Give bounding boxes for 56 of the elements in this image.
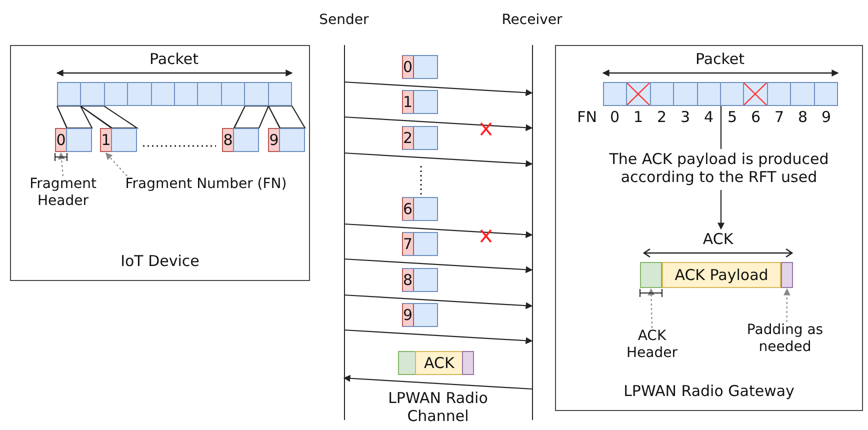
fragment-label: 1 [402, 90, 438, 114]
fragment-label: 8 [402, 268, 438, 292]
callout-text: Fragment Number (FN) [112, 176, 300, 196]
fragment-number: 1 [632, 108, 644, 126]
ack-frame-label: ACK [398, 351, 474, 375]
fragment-number: 0 [608, 108, 621, 126]
callout-text: Fragment Header [16, 176, 110, 214]
fragment-number: 5 [726, 108, 738, 126]
fragment-label: 2 [402, 126, 438, 150]
callout-text: ACK Header [618, 328, 686, 366]
ack-payload-box: ACK Payload [662, 262, 781, 288]
fragment-label: 6 [402, 197, 438, 221]
dimension-label: Packet [148, 50, 200, 68]
ack-header-box [640, 262, 662, 288]
fragment-number: 6 [750, 108, 762, 126]
leader-line [783, 288, 790, 322]
annotation-text: The ACK payload is produced according to the RFT used [577, 150, 861, 190]
message-arrow [344, 223, 533, 238]
message-arrow [344, 294, 533, 310]
mapping-line [233, 105, 270, 129]
channel-label: LPWAN Radio Channel [387, 389, 489, 425]
participant-label: Sender [318, 12, 370, 29]
field-label: FN [576, 108, 598, 126]
fragment-number: 7 [773, 108, 786, 126]
mapping-line [56, 105, 93, 129]
dimension-label: Packet [694, 50, 746, 68]
mapping-line [268, 105, 306, 129]
message-arrow [344, 152, 533, 168]
fragment-number: 8 [796, 108, 809, 126]
leader-line [648, 288, 655, 328]
leader-line [105, 152, 128, 176]
dimension-label: ACK [643, 230, 793, 258]
packet-bar [603, 82, 838, 106]
fragment-label: 0 [402, 55, 438, 79]
gateway-panel [555, 45, 863, 411]
leader-line [58, 152, 65, 176]
fragment-label: 9 [402, 303, 438, 327]
message-arrow [344, 116, 533, 132]
panel-title: LPWAN Radio Gateway [622, 382, 796, 400]
padding-box [781, 262, 793, 288]
fragment-number: 4 [702, 108, 715, 126]
message-arrow [344, 81, 533, 96]
fragment-number: 3 [679, 108, 692, 126]
callout-text: Padding as needed [740, 322, 830, 360]
fragment-number: 2 [656, 108, 668, 126]
arrow [718, 190, 724, 230]
message-arrow [344, 329, 533, 344]
device-panel [10, 45, 310, 281]
message-arrow [344, 258, 533, 274]
packet-bar [57, 82, 292, 106]
fragment-label: 7 [402, 232, 438, 256]
participant-label: Receiver [500, 12, 564, 29]
panel-title: IoT Device [120, 252, 200, 270]
message-arrow [343, 374, 532, 390]
mapping-line [80, 105, 139, 129]
fragment-number: 9 [820, 108, 832, 126]
